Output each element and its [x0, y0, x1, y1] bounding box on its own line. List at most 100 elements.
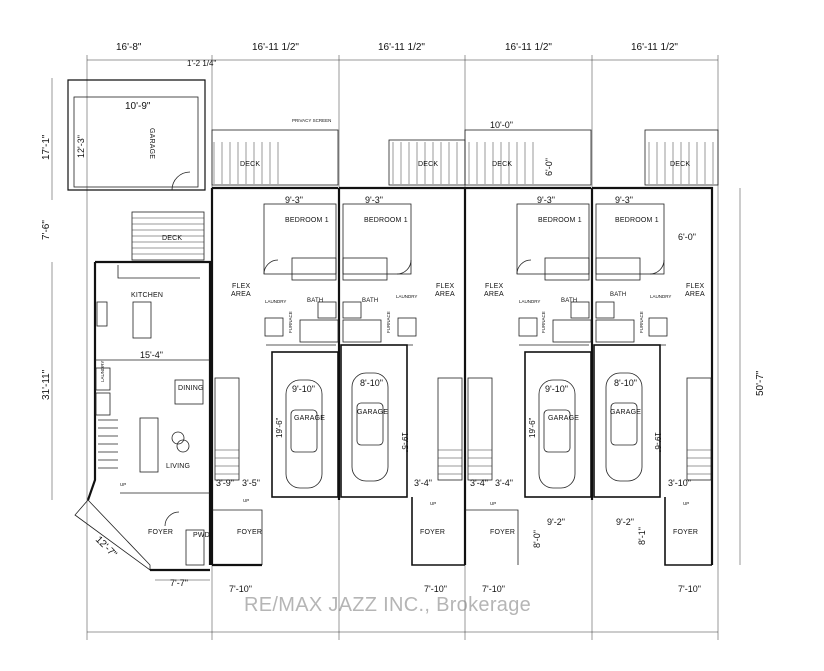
- room-bath-u4: BATH: [561, 298, 577, 304]
- dim-foyer-u4: 7'-10": [482, 584, 505, 594]
- room-dining: DINING: [178, 385, 204, 392]
- note-up-u4: UP: [490, 501, 496, 506]
- dim-stair-4: 3'-4": [470, 478, 488, 488]
- room-bedroom-u3: BEDROOM 1: [364, 217, 408, 224]
- room-garage-u4: GARAGE: [548, 415, 579, 422]
- dim-garage-in-4: 8'-10": [614, 378, 637, 388]
- dim-deck-proj: 6'-0": [544, 158, 554, 176]
- dim-garage-in-2: 8'-10": [360, 378, 383, 388]
- room-garage-u2: GARAGE: [294, 415, 325, 422]
- dim-bedroom-u3: 9'-3": [365, 195, 383, 205]
- room-bedroom-u4: BEDROOM 1: [538, 217, 582, 224]
- unit-1-house: [51, 260, 212, 581]
- dim-garage-len-3: 19'-6": [528, 417, 537, 438]
- room-bath-u3: BATH: [362, 298, 378, 304]
- units-rear: [210, 129, 741, 567]
- room-deck-u5: DECK: [670, 161, 690, 168]
- room-garage-u5: GARAGE: [610, 409, 641, 416]
- note-up-u2: UP: [243, 498, 249, 503]
- note-furnace-u3: FURNACE: [386, 311, 391, 333]
- note-furnace-u2: FURNACE: [288, 311, 293, 333]
- dim-garage-width: 10'-9": [125, 101, 151, 112]
- room-foyer-u3: FOYER: [420, 529, 445, 536]
- room-flex-u2: FLEX: [232, 283, 250, 290]
- note-laundry-u1: LAUNDRY: [100, 361, 105, 382]
- dim-garage-depth-inner: 12'-3": [76, 135, 86, 158]
- room-garage-detached: GARAGE: [148, 128, 155, 159]
- dim-stair-3: 3'-4": [414, 478, 432, 488]
- dim-garage-len-2: 19'-5": [400, 432, 409, 453]
- dim-bedroom-u4: 9'-3": [537, 195, 555, 205]
- room-flex-u3: FLEX: [436, 283, 454, 290]
- room-foyer-u2: FOYER: [237, 529, 262, 536]
- dim-foyer-u2: 7'-10": [229, 584, 252, 594]
- note-up-u3: UP: [430, 501, 436, 506]
- room-pwd: PWD: [193, 532, 210, 539]
- dim-drive-depth: 8'-0": [532, 530, 542, 548]
- dim-top-unit-2: 16'-11 1/2": [252, 42, 299, 53]
- dim-flex-u5: 6'-0": [678, 232, 696, 242]
- room-area-u5: AREA: [685, 291, 705, 298]
- dim-garage-in-3: 9'-10": [545, 384, 568, 394]
- room-deck-u3: DECK: [418, 161, 438, 168]
- room-flex-u4: FLEX: [485, 283, 503, 290]
- room-bath-u2: BATH: [307, 298, 323, 304]
- room-foyer-u5: FOYER: [673, 529, 698, 536]
- brokerage-watermark: RE/MAX JAZZ INC., Brokerage: [244, 594, 532, 616]
- room-living: LIVING: [166, 463, 190, 470]
- room-deck-left: DECK: [162, 235, 182, 242]
- room-flex-u5: FLEX: [686, 283, 704, 290]
- detached-garage: [51, 78, 206, 200]
- room-kitchen: KITCHEN: [131, 292, 163, 299]
- note-up-u1: UP: [120, 482, 126, 487]
- dim-drive-2: 9'-2": [616, 517, 634, 527]
- note-laundry-u2: LAUNDRY: [265, 299, 286, 304]
- dim-top-unit-1: 16'-8": [116, 42, 142, 53]
- dim-deck-depth: 10'-0": [490, 120, 513, 130]
- room-bedroom-u5: BEDROOM 1: [615, 217, 659, 224]
- dim-kitchen-width: 15'-4": [140, 350, 163, 360]
- room-garage-u3: GARAGE: [357, 409, 388, 416]
- room-deck-u2: DECK: [240, 161, 260, 168]
- dim-house-depth: 31'-11": [41, 369, 52, 400]
- dim-bedroom-u2: 9'-3": [285, 195, 303, 205]
- room-area-u3: AREA: [435, 291, 455, 298]
- room-foyer-u1: FOYER: [148, 529, 173, 536]
- dim-stair-5: 3'-4": [495, 478, 513, 488]
- dim-bedroom-u5: 9'-3": [615, 195, 633, 205]
- room-bath-u5: BATH: [610, 292, 626, 298]
- note-privacy: PRIVACY SCREEN: [292, 118, 331, 123]
- dim-garage-len-4: 19'-6": [653, 432, 662, 453]
- dim-overall-depth: 50'-7": [755, 370, 766, 396]
- deck-left: [131, 211, 205, 261]
- dim-foyer-u1: 7'-7": [170, 578, 188, 588]
- dim-deck-gap: 7'-6": [41, 220, 52, 240]
- dim-setback: 1'-2 1/4": [187, 59, 216, 68]
- note-laundry-u4: LAUNDRY: [519, 299, 540, 304]
- dim-stair-2: 3'-5": [242, 478, 260, 488]
- dim-stair-6: 3'-10": [668, 478, 691, 488]
- dim-angled-wall: 12'-7": [93, 534, 119, 560]
- note-laundry-u3: LAUNDRY: [396, 294, 417, 299]
- room-area-u2: AREA: [231, 291, 251, 298]
- room-area-u4: AREA: [484, 291, 504, 298]
- room-foyer-u4: FOYER: [490, 529, 515, 536]
- dim-top-unit-3: 16'-11 1/2": [378, 42, 425, 53]
- note-up-u5: UP: [683, 501, 689, 506]
- note-furnace-u5: FURNACE: [639, 311, 644, 333]
- dim-foyer-u5: 7'-10": [678, 584, 701, 594]
- dim-garage-len-1: 19'-6": [275, 417, 284, 438]
- dim-drive-depth-2: 8'-1": [637, 527, 647, 545]
- dim-drive-1: 9'-2": [547, 517, 565, 527]
- dim-top-unit-5: 16'-11 1/2": [631, 42, 678, 53]
- note-furnace-u4: FURNACE: [541, 311, 546, 333]
- note-laundry-u5: LAUNDRY: [650, 294, 671, 299]
- room-bedroom-u2: BEDROOM 1: [285, 217, 329, 224]
- dim-garage-depth-left: 17'-1": [41, 134, 52, 160]
- unit-divider-lines: [86, 55, 719, 640]
- dim-garage-in-1: 9'-10": [292, 384, 315, 394]
- room-deck-u4: DECK: [492, 161, 512, 168]
- dim-stair-1: 3'-9": [216, 478, 234, 488]
- dim-foyer-u3: 7'-10": [424, 584, 447, 594]
